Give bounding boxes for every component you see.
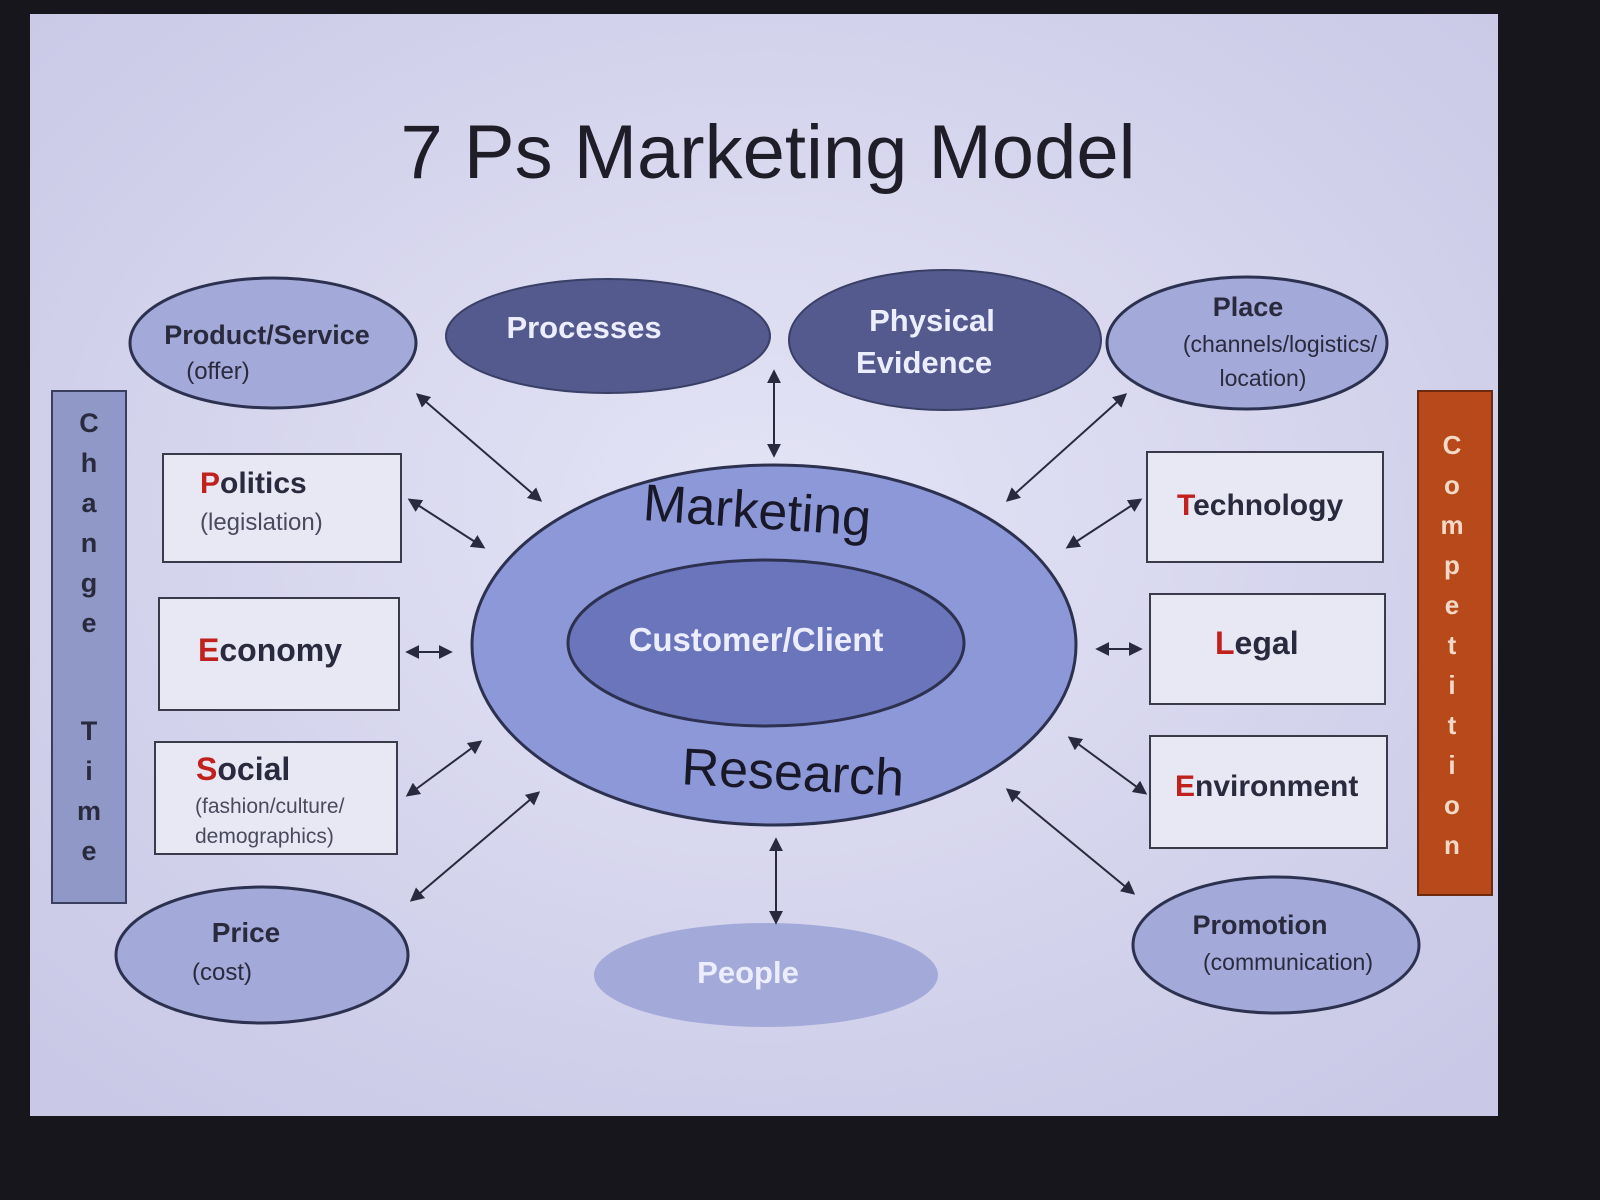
band-letter: g	[81, 568, 98, 598]
box-environment: Environment	[1149, 735, 1388, 849]
oval-place: Place (channels/logistics/ location)	[1105, 275, 1389, 411]
customer-client-oval: Customer/Client	[566, 558, 966, 728]
people-label: People	[697, 955, 799, 990]
arrow-social	[405, 740, 483, 797]
oval-processes: Processes	[445, 278, 771, 394]
change-letters: C h a n g e	[79, 408, 99, 638]
politics-rest: olitics	[220, 467, 307, 500]
connector-arrows	[405, 369, 1148, 925]
band-letter: C	[1443, 430, 1462, 460]
technology-label: Technology	[1177, 489, 1343, 522]
band-letter: i	[85, 756, 93, 786]
physical-line2: Evidence	[856, 345, 992, 380]
oval-price: Price (cost)	[114, 885, 410, 1025]
arrow-place	[1005, 393, 1128, 502]
economy-label: Economy	[198, 632, 342, 668]
product-label: Product/Service	[164, 320, 370, 350]
band-letter: T	[81, 716, 98, 746]
politics-label: Politics	[200, 467, 307, 500]
band-letter: n	[1444, 830, 1460, 860]
arrow-price	[409, 791, 541, 902]
economy-initial: E	[198, 632, 219, 668]
social-sub1: (fashion/culture/	[195, 795, 345, 818]
social-label: Social	[196, 751, 290, 787]
social-initial: S	[196, 751, 217, 787]
physical-line1: Physical	[869, 303, 995, 338]
change-time-band	[51, 390, 127, 904]
box-social: Social (fashion/culture/ demographics)	[154, 741, 398, 855]
arrow-promotion	[1005, 788, 1136, 895]
oval-product-service: Product/Service (offer)	[128, 276, 418, 410]
band-letter: i	[1448, 670, 1455, 700]
environment-initial: E	[1175, 770, 1195, 803]
band-letter: e	[81, 608, 96, 638]
technology-rest: echnology	[1193, 489, 1343, 522]
promotion-label: Promotion	[1193, 910, 1328, 940]
arrow-technology	[1065, 498, 1143, 549]
oval-promotion: Promotion (communication)	[1131, 875, 1421, 1015]
place-sub1: (channels/logistics/	[1183, 331, 1378, 357]
band-letter: o	[1444, 470, 1460, 500]
arrow-product	[415, 393, 543, 502]
band-letter: h	[81, 448, 98, 478]
box-legal: Legal	[1149, 593, 1386, 705]
economy-rest: conomy	[219, 632, 342, 668]
competition-letters: C o m p e t i t i o n	[1440, 430, 1463, 860]
band-letter: m	[77, 796, 101, 826]
legal-initial: L	[1215, 625, 1235, 661]
diagram-title: 7 Ps Marketing Model	[401, 110, 1136, 195]
oval-people: People	[594, 923, 938, 1027]
customer-client-label: Customer/Client	[629, 621, 884, 658]
product-sub: (offer)	[186, 358, 250, 385]
time-letters: T i m e	[77, 716, 101, 866]
legal-rest: egal	[1235, 625, 1299, 661]
band-letter: t	[1448, 630, 1457, 660]
social-sub2: demographics)	[195, 825, 334, 848]
processes-label: Processes	[506, 310, 661, 345]
box-technology: Technology	[1146, 451, 1384, 563]
band-letter: o	[1444, 790, 1460, 820]
arrow-environment	[1067, 736, 1148, 795]
politics-initial: P	[200, 467, 220, 500]
center-bottom-label: Research	[680, 738, 905, 808]
legal-label: Legal	[1215, 625, 1299, 661]
price-label: Price	[212, 917, 281, 948]
box-economy: Economy	[158, 597, 400, 711]
band-letter: i	[1448, 750, 1455, 780]
promotion-sub: (communication)	[1203, 949, 1373, 975]
oval-physical-evidence: Physical Evidence	[788, 269, 1102, 411]
place-sub2: location)	[1220, 365, 1307, 391]
competition-band	[1417, 390, 1493, 896]
technology-initial: T	[1177, 489, 1195, 522]
social-rest: ocial	[217, 751, 290, 787]
band-letter: n	[81, 528, 98, 558]
arrow-politics	[407, 498, 486, 549]
band-letter: e	[1445, 590, 1459, 620]
band-letter: p	[1444, 550, 1460, 580]
band-letter: t	[1448, 710, 1457, 740]
band-letter: e	[81, 836, 96, 866]
band-letter: a	[81, 488, 97, 518]
band-letter: C	[79, 408, 99, 438]
politics-sub: (legislation)	[200, 509, 323, 536]
environment-rest: nvironment	[1195, 770, 1358, 803]
place-label: Place	[1213, 292, 1284, 322]
band-letter: m	[1440, 510, 1463, 540]
box-politics: Politics (legislation)	[162, 453, 402, 563]
price-sub: (cost)	[192, 959, 252, 986]
environment-label: Environment	[1175, 770, 1358, 803]
